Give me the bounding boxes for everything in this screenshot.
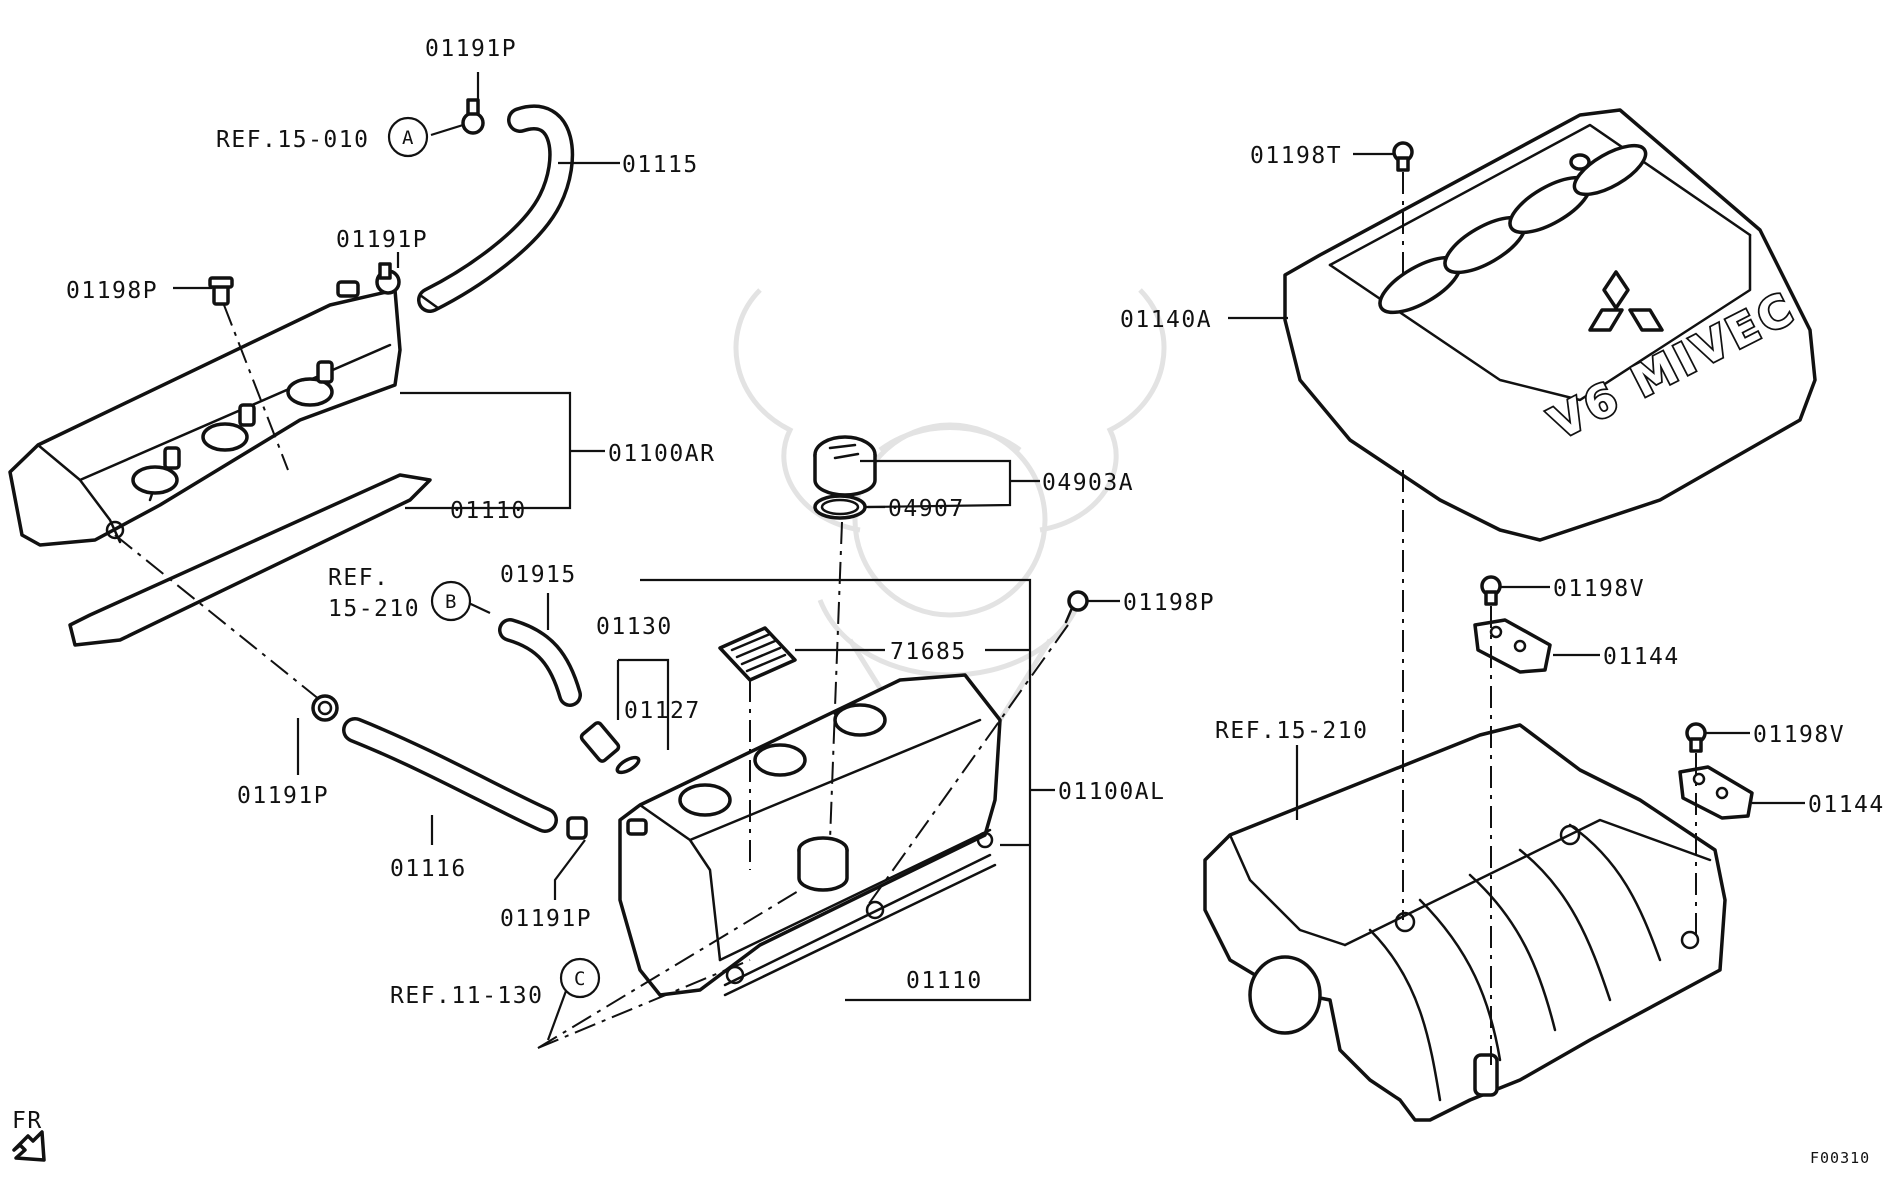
bolt-01198p-right bbox=[1064, 590, 1089, 624]
callout-a: A bbox=[387, 116, 429, 158]
label-04907: 04907 bbox=[888, 496, 965, 522]
valve-cover-right-bank bbox=[8, 280, 402, 547]
gasket-left-bank bbox=[723, 853, 997, 997]
bolt-01198v-bottom bbox=[1685, 722, 1707, 753]
label-01144-bottom: 01144 bbox=[1808, 792, 1885, 818]
label-01110-top: 01110 bbox=[450, 498, 527, 524]
label-01130: 01130 bbox=[596, 614, 673, 640]
clamp-01191p-mid bbox=[375, 262, 401, 295]
label-01915: 01915 bbox=[500, 562, 577, 588]
figure-code: F00310 bbox=[1810, 1149, 1870, 1167]
label-04903a: 04903A bbox=[1042, 470, 1134, 496]
o-ring-01127 bbox=[615, 755, 641, 775]
label-ref-15-210: REF.15-210 bbox=[1215, 718, 1368, 744]
callout-c-letter: C bbox=[574, 968, 585, 990]
clamp-01191p-bottom bbox=[566, 816, 588, 840]
three-diamond-logo bbox=[1588, 270, 1664, 332]
bracket-01144-bottom bbox=[1678, 765, 1754, 820]
callout-b-letter: B bbox=[445, 591, 456, 613]
label-01144-top: 01144 bbox=[1603, 644, 1680, 670]
label-01140a: 01140A bbox=[1120, 307, 1212, 333]
label-01100al: 01100AL bbox=[1058, 779, 1165, 805]
bracket-01144-top bbox=[1473, 618, 1552, 674]
label-01115: 01115 bbox=[622, 152, 699, 178]
label-01198p-left: 01198P bbox=[66, 278, 158, 304]
label-01191p-left: 01191P bbox=[237, 783, 329, 809]
clamp-01191p-left bbox=[311, 694, 339, 722]
front-direction-arrow-icon bbox=[12, 1130, 46, 1162]
label-ref-b-line1: REF. bbox=[328, 565, 389, 591]
label-01198v-bottom: 01198V bbox=[1753, 722, 1845, 748]
callout-a-letter: A bbox=[402, 127, 414, 149]
bolt-01198p-left bbox=[208, 276, 234, 306]
bolt-01198t bbox=[1392, 141, 1414, 172]
hose-01915 bbox=[498, 618, 582, 707]
callout-c: C bbox=[559, 957, 601, 999]
pcv-valve-01130 bbox=[579, 721, 621, 763]
label-fr: FR bbox=[12, 1108, 43, 1134]
part-labels: 01191P REF.15-010 01115 01191P 01198P 01… bbox=[12, 36, 1885, 1167]
engine-cover-01140a: V6 MIVEC bbox=[1283, 108, 1817, 542]
callout-b: B bbox=[430, 580, 472, 622]
label-01198t: 01198T bbox=[1250, 143, 1342, 169]
valve-cover-left-bank bbox=[618, 673, 1002, 997]
label-ref-11-130: REF.11-130 bbox=[390, 983, 543, 1009]
label-ref-15-010: REF.15-010 bbox=[216, 127, 369, 153]
intake-manifold bbox=[1203, 723, 1727, 1122]
hose-01116 bbox=[342, 717, 558, 833]
gasket-right-bank bbox=[68, 473, 432, 647]
bolt-01198v-top bbox=[1480, 575, 1502, 606]
assembly-lines bbox=[114, 172, 1697, 1065]
hose-01115 bbox=[417, 104, 575, 313]
label-71685: 71685 bbox=[890, 639, 967, 665]
label-01110-bottom: 01110 bbox=[906, 968, 983, 994]
label-01127: 01127 bbox=[624, 698, 701, 724]
label-01191p-bottom: 01191P bbox=[500, 906, 592, 932]
label-01191p-mid: 01191P bbox=[336, 227, 428, 253]
caution-label-71685 bbox=[718, 626, 797, 682]
clamp-01191p-top bbox=[461, 98, 485, 135]
label-01100ar: 01100AR bbox=[608, 441, 715, 467]
label-01198v-top: 01198V bbox=[1553, 576, 1645, 602]
label-01191p-top: 01191P bbox=[425, 36, 517, 62]
label-01116: 01116 bbox=[390, 856, 467, 882]
oil-filler-cap-04903a bbox=[813, 435, 877, 497]
label-ref-b-line2: 15-210 bbox=[328, 596, 420, 622]
gasket-04907 bbox=[813, 494, 867, 520]
label-01198p-right: 01198P bbox=[1123, 590, 1215, 616]
